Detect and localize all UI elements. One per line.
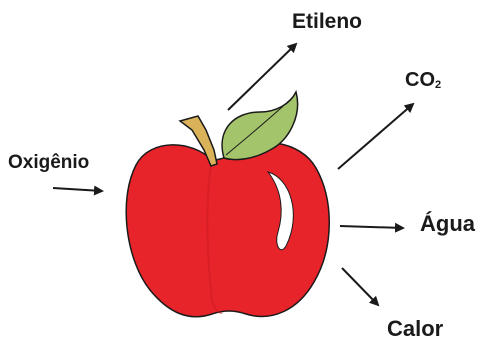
label-calor: Calor	[387, 318, 443, 340]
label-agua: Água	[420, 213, 475, 235]
arrow-calor	[342, 268, 378, 305]
arrow-oxigenio	[53, 188, 102, 191]
arrow-agua	[340, 226, 403, 228]
apple-icon	[126, 143, 329, 317]
label-co2-main: CO	[405, 69, 435, 91]
arrow-co2	[338, 104, 413, 169]
arrow-etileno	[228, 44, 296, 110]
label-co2-subscript: 2	[435, 79, 441, 91]
label-oxigenio: Oxigênio	[8, 153, 89, 172]
label-etileno: Etileno	[292, 11, 362, 32]
label-co2: CO2	[405, 70, 441, 91]
